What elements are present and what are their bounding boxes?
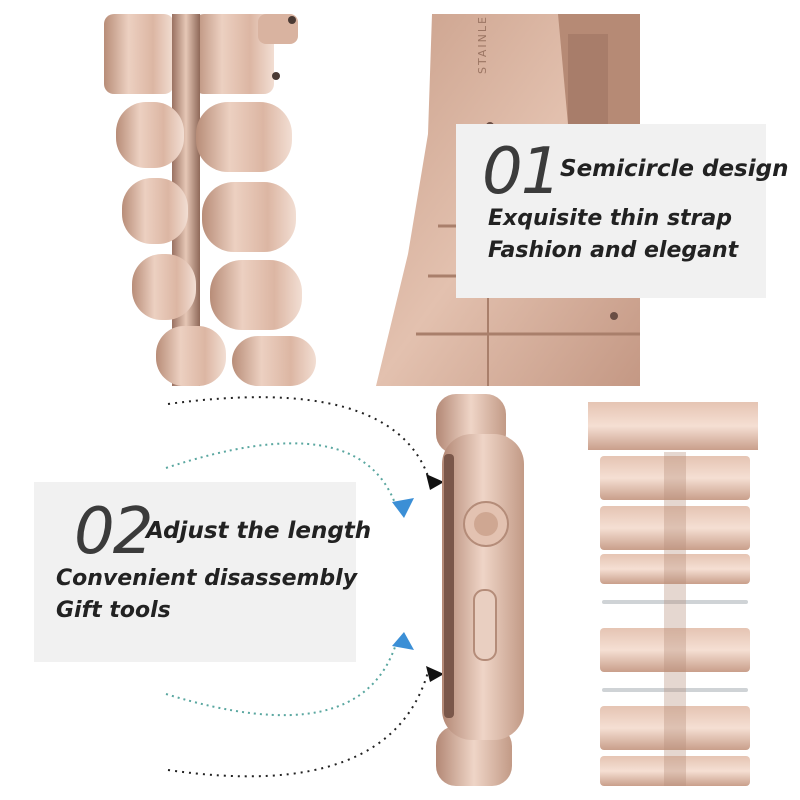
callout-line-2: Gift tools	[56, 598, 171, 623]
callout-title: Adjust the length	[146, 518, 372, 544]
feature-callout-01: 01 Semicircle design Exquisite thin stra…	[456, 124, 788, 298]
clasp-engraving-text: STAINLE	[476, 15, 489, 74]
watch-length-adjust-photo	[160, 394, 580, 786]
pins-illustration	[586, 402, 764, 786]
arrow-up-icon	[392, 632, 414, 650]
inner-dotted-arc	[165, 442, 397, 507]
callout-number: 01	[482, 135, 561, 209]
callout-title: Semicircle design	[560, 156, 789, 182]
watch-illustration	[160, 394, 580, 786]
callout-line-1: Convenient disassembly	[56, 566, 358, 591]
band-links-closeup-photo	[98, 14, 338, 386]
callout-line-1: Exquisite thin strap	[488, 206, 732, 231]
arrow-down-icon	[392, 498, 414, 518]
callout-line-2: Fashion and elegant	[488, 238, 739, 263]
band-links-pins-photo	[586, 402, 764, 786]
band-links-illustration	[98, 14, 338, 386]
feature-callout-02: 02 Adjust the length Convenient disassem…	[34, 482, 371, 662]
callout-number: 02	[74, 495, 153, 569]
